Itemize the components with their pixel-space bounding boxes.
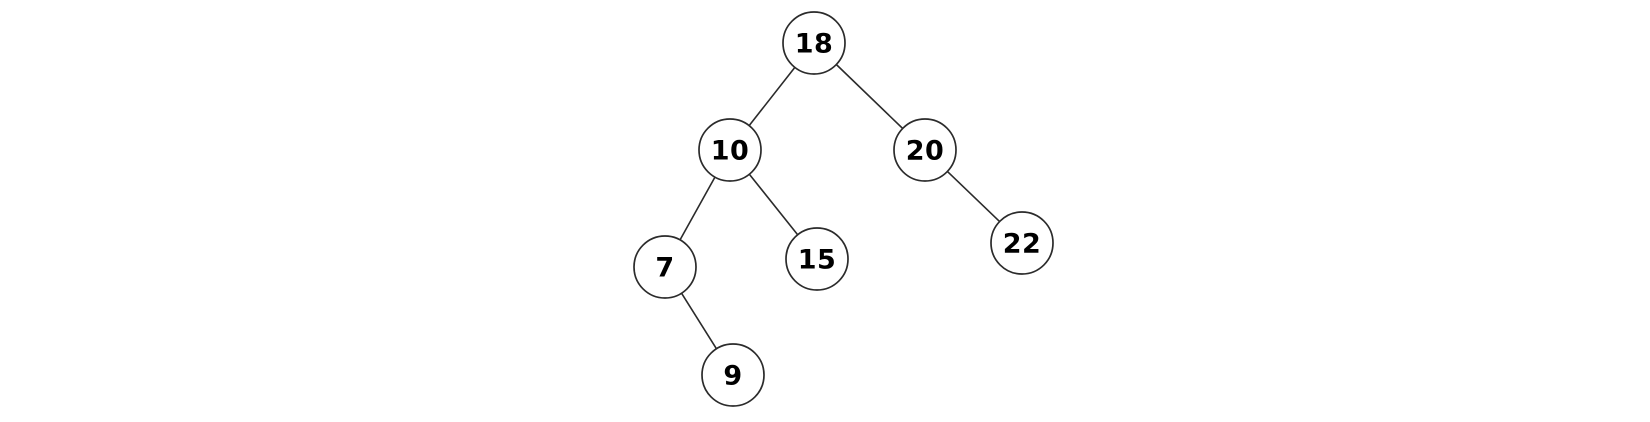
tree-edge-18-to-20 [835, 63, 904, 130]
node-label-22: 22 [1003, 229, 1042, 260]
tree-node-20[interactable]: 20 [893, 118, 957, 182]
node-circle-15[interactable] [785, 227, 849, 291]
tree-node-10[interactable]: 10 [698, 118, 762, 182]
node-circle-22[interactable] [990, 211, 1054, 275]
node-circle-9[interactable] [701, 343, 765, 407]
node-label-15: 15 [798, 245, 837, 276]
node-layer: 18 10 20 7 15 22 9 [633, 11, 1054, 407]
tree-node-7[interactable]: 7 [633, 235, 697, 299]
node-label-10: 10 [711, 136, 750, 167]
node-circle-18[interactable] [782, 11, 846, 75]
tree-edge-20-to-22 [946, 170, 1001, 223]
tree-edge-7-to-9 [680, 292, 718, 350]
node-circle-7[interactable] [633, 235, 697, 299]
node-label-20: 20 [906, 136, 945, 167]
node-circle-20[interactable] [893, 118, 957, 182]
tree-node-18[interactable]: 18 [782, 11, 846, 75]
node-label-9: 9 [723, 361, 742, 392]
node-label-7: 7 [655, 253, 674, 284]
edge-layer [679, 63, 1001, 350]
tree-edge-10-to-7 [679, 176, 716, 241]
tree-node-9[interactable]: 9 [701, 343, 765, 407]
tree-edge-10-to-15 [748, 173, 799, 236]
tree-node-22[interactable]: 22 [990, 211, 1054, 275]
node-label-18: 18 [795, 29, 834, 60]
tree-edge-18-to-10 [748, 66, 796, 127]
node-circle-10[interactable] [698, 118, 762, 182]
tree-node-15[interactable]: 15 [785, 227, 849, 291]
